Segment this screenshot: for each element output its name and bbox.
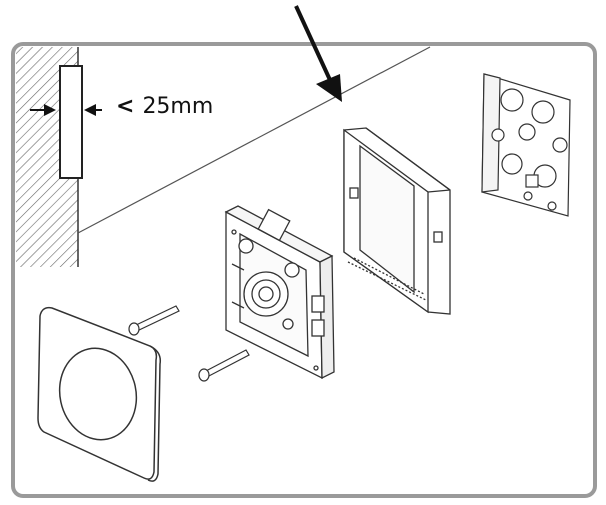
inward-arrows-icon — [30, 104, 102, 116]
wall-cavity-profile — [59, 65, 83, 179]
flush-mounting-box — [481, 73, 571, 217]
dimension-value: 25mm — [142, 94, 214, 119]
dimension-symbol: < — [116, 94, 135, 119]
mounting-frame — [343, 127, 451, 315]
wall-corner-line — [77, 46, 431, 234]
screw-upper — [128, 305, 180, 336]
cover-plate — [37, 306, 162, 482]
dimension-label: <25mm — [116, 94, 213, 119]
screw-lower — [198, 349, 250, 382]
insert-module — [224, 205, 335, 380]
down-arrow-icon — [294, 5, 342, 102]
